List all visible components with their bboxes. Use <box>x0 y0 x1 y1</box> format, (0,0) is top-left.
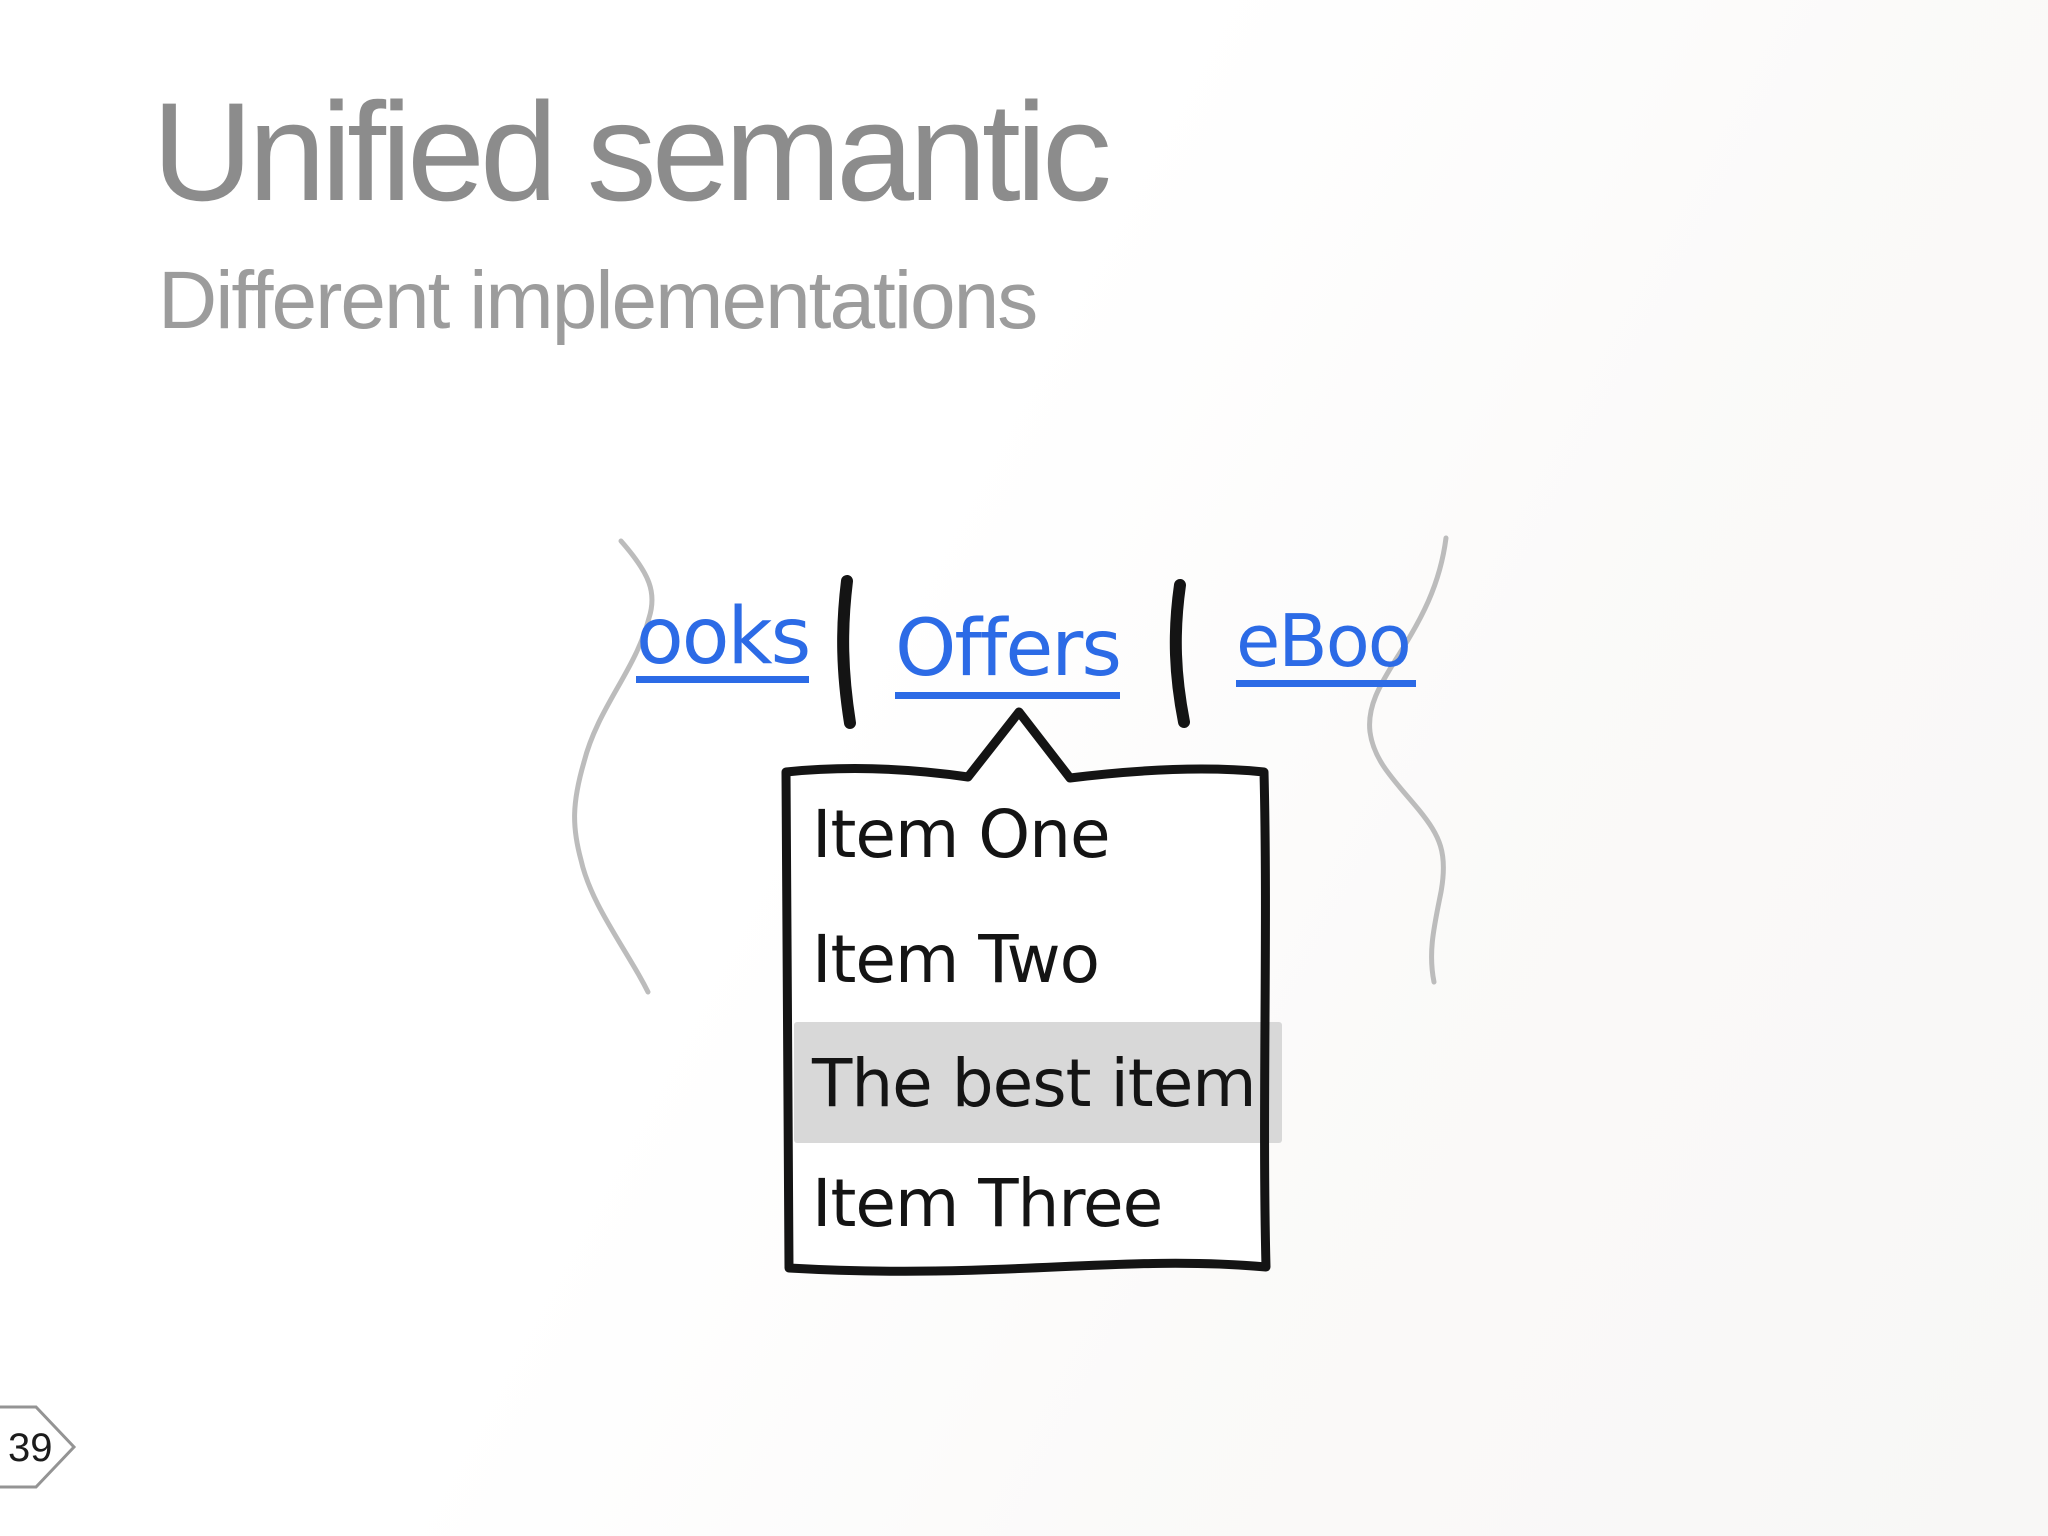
nav-link-offers[interactable]: Offers <box>895 610 1122 699</box>
page-title: Unified semantic <box>152 73 1112 230</box>
page-number-badge <box>0 1405 77 1489</box>
menu-item-best[interactable]: The best item <box>812 1044 1257 1122</box>
nav-divider-2 <box>1169 579 1190 728</box>
page-subtitle: Different implementations <box>158 255 1038 346</box>
dropdown-bubble-outline <box>781 707 1271 1276</box>
page-number: 39 <box>8 1426 53 1470</box>
menu-item-two[interactable]: Item Two <box>812 921 1100 998</box>
menu-item-one[interactable]: Item One <box>812 796 1111 873</box>
torn-edge-right <box>1367 535 1449 985</box>
nav-link-ebooks[interactable]: eBook <box>1236 602 1416 687</box>
nav-link-books[interactable]: ooks <box>636 592 811 683</box>
menu-item-three[interactable]: Item Three <box>812 1164 1163 1242</box>
menu-highlight-band <box>794 1022 1282 1143</box>
nav-divider-1 <box>837 575 856 729</box>
torn-edge-left <box>572 538 655 995</box>
dropdown-menu: Item One Item Two The best item Item Thr… <box>796 772 1258 1262</box>
